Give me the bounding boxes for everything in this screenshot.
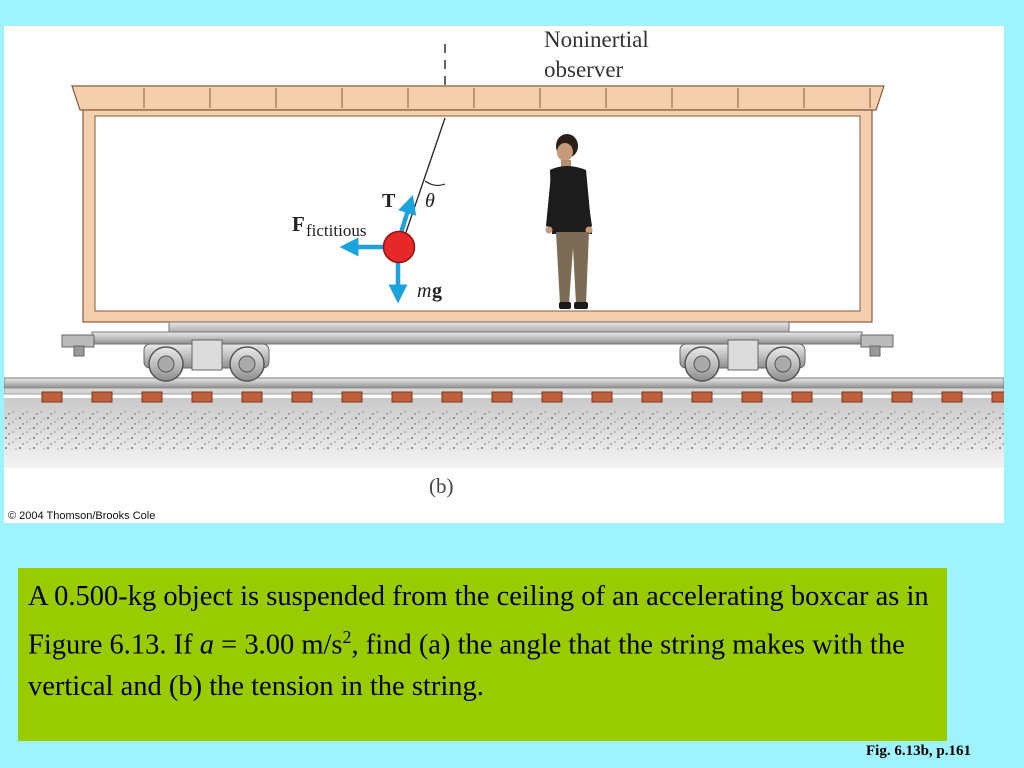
railroad-tie bbox=[341, 391, 363, 403]
problem-text-part1: A 0.500-kg object is suspended from the … bbox=[28, 581, 929, 661]
boxcar-diagram bbox=[4, 44, 1004, 468]
railroad-tie bbox=[391, 391, 413, 403]
suspended-ball bbox=[382, 230, 416, 264]
problem-exponent: 2 bbox=[342, 627, 352, 647]
weight-label-g: g bbox=[432, 280, 442, 302]
tension-label: T bbox=[382, 190, 396, 212]
truck-left bbox=[143, 339, 270, 382]
railroad-tie bbox=[641, 391, 663, 403]
observer-label-line2: observer bbox=[544, 57, 624, 82]
railroad-tie bbox=[791, 391, 813, 403]
boxcar-interior bbox=[94, 115, 861, 312]
rail bbox=[4, 377, 1004, 389]
boxcar-roof bbox=[71, 85, 885, 111]
railroad-tie bbox=[141, 391, 163, 403]
string bbox=[401, 117, 446, 245]
noninertial-observer-figure bbox=[545, 134, 593, 309]
railroad-ties bbox=[41, 391, 1004, 403]
gravel-bed bbox=[4, 410, 1004, 450]
railroad-tie bbox=[91, 391, 113, 403]
force-label: F bbox=[292, 212, 305, 236]
angle-label: θ bbox=[425, 190, 435, 212]
figure-reference: Fig. 6.13b, p.161 bbox=[866, 743, 972, 759]
railroad-tie bbox=[541, 391, 563, 403]
problem-text-part3: , find (a) the angle that the string mak… bbox=[28, 629, 905, 702]
railroad-tie bbox=[41, 391, 63, 403]
coupler-left bbox=[61, 334, 95, 348]
truck-right bbox=[679, 339, 806, 382]
angle-arc bbox=[424, 180, 446, 187]
force-subscript: fictitious bbox=[306, 221, 367, 240]
problem-text-part2: = 3.00 m/s bbox=[214, 629, 343, 661]
problem-variable-a: a bbox=[199, 629, 215, 661]
railroad-tie bbox=[891, 391, 913, 403]
figure-panel: Noninertial observer T θ F fictitious m … bbox=[4, 26, 1004, 523]
problem-statement-box: A 0.500-kg object is suspended from the … bbox=[18, 568, 947, 741]
railroad-tie bbox=[691, 391, 713, 403]
railroad-tie bbox=[991, 391, 1004, 403]
railroad-tie bbox=[741, 391, 763, 403]
tension-arrow bbox=[397, 194, 417, 237]
railroad-tie bbox=[191, 391, 213, 403]
railroad-tie bbox=[291, 391, 313, 403]
railroad-tie bbox=[491, 391, 513, 403]
observer-label-line1: Noninertial bbox=[544, 27, 649, 52]
copyright-notice: © 2004 Thomson/Brooks Cole bbox=[8, 510, 156, 522]
railroad-tie bbox=[841, 391, 863, 403]
railroad-tie bbox=[241, 391, 263, 403]
railroad-tie bbox=[441, 391, 463, 403]
coupler-right bbox=[860, 334, 894, 348]
part-label: (b) bbox=[429, 474, 454, 498]
roof-slats bbox=[143, 88, 871, 108]
railroad-tie bbox=[941, 391, 963, 403]
weight-label-m: m bbox=[417, 280, 432, 302]
railroad-tie bbox=[591, 391, 613, 403]
